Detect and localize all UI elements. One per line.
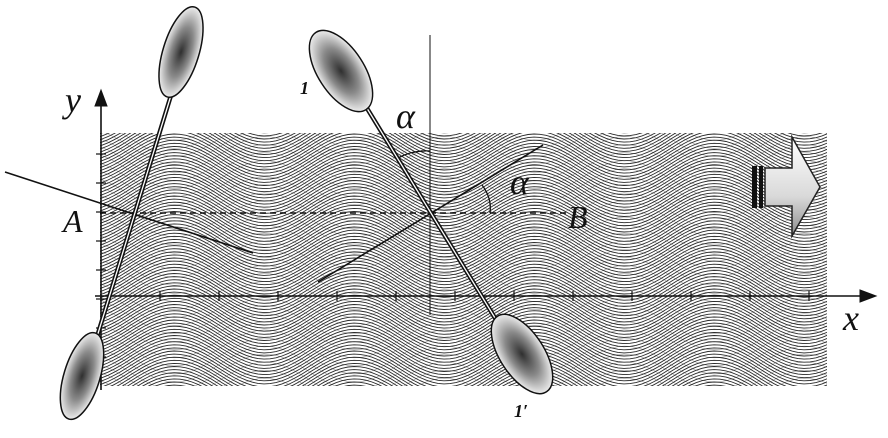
x-axis-ticks: [159, 291, 810, 301]
y-axis-arrowhead: [94, 88, 108, 107]
probe-center: [308, 29, 554, 395]
angle-arc-right: [481, 184, 491, 214]
probe-center-top-bulb: [308, 29, 374, 113]
probe-1-label: 1: [300, 78, 309, 98]
angle-alpha-top-label: α: [396, 96, 416, 136]
incident-ray-line: [4, 171, 254, 254]
angle-alpha-right-label: α: [510, 162, 530, 202]
y-axis-label: y: [62, 80, 81, 120]
wave-field: [100, 133, 827, 386]
probe-left-bottom-bulb: [59, 331, 105, 421]
probe-left-top-bulb: [158, 5, 204, 99]
x-axis-label: x: [842, 298, 859, 338]
angle-arc-top: [397, 150, 431, 159]
point-b-label: B: [568, 199, 588, 235]
probe-center-bottom-bulb: [490, 313, 554, 395]
probe-1-prime-label: 1′: [514, 401, 528, 421]
arrow-right-icon: [752, 134, 821, 239]
probe-left: [59, 5, 204, 421]
x-axis-arrowhead: [859, 289, 878, 303]
point-a-label: A: [61, 203, 83, 239]
